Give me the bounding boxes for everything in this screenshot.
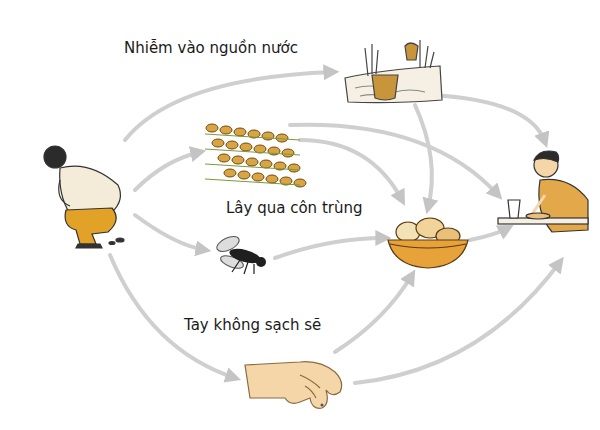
eating-person <box>508 200 520 218</box>
transmission-arrow <box>110 72 560 383</box>
crop-plant <box>240 143 252 151</box>
crop-plant <box>218 154 230 162</box>
crop-plant <box>232 156 244 164</box>
dirty-hand <box>245 362 342 409</box>
squatting-person <box>76 244 102 248</box>
transmission-arrow <box>125 72 333 140</box>
eating-person <box>526 213 550 219</box>
crop-plant <box>220 126 232 134</box>
squatting-person <box>60 166 121 214</box>
fly-insect <box>256 257 266 267</box>
crop-row <box>205 134 300 140</box>
crop-plant <box>238 171 250 179</box>
squatting-person <box>44 146 124 248</box>
transmission-arrow <box>430 95 545 142</box>
transmission-arrow <box>135 215 205 250</box>
crop-plant <box>246 158 258 166</box>
food-bowl <box>388 240 468 268</box>
transmission-arrow <box>290 125 498 195</box>
crop-plant <box>252 173 264 181</box>
dirty-hand <box>300 375 320 398</box>
crop-plant <box>260 160 272 168</box>
transmission-arrow <box>415 105 432 208</box>
dirty-hand <box>245 362 342 409</box>
crop-plant <box>288 164 300 172</box>
crop-row <box>205 164 300 170</box>
crop-plant <box>224 169 236 177</box>
crop-plant <box>206 124 218 132</box>
crop-plant <box>276 134 288 142</box>
squatting-person <box>116 238 124 242</box>
transmission-arrow <box>470 228 508 240</box>
eating-person <box>498 151 588 232</box>
squatting-person <box>44 146 66 168</box>
water-source <box>365 40 434 76</box>
transmission-arrow <box>335 275 412 352</box>
eating-person <box>534 151 559 162</box>
route-label: Lây qua côn trùng <box>222 198 366 218</box>
transmission-arrow <box>355 262 560 383</box>
crop-plant <box>212 139 224 147</box>
crop-plant <box>294 179 306 187</box>
water-source <box>405 43 418 60</box>
route-label: Tay không sạch sẽ <box>180 315 325 335</box>
fly-insect <box>215 233 266 274</box>
fly-insect <box>232 260 254 274</box>
route-label: Nhiễm vào nguồn nước <box>120 38 302 58</box>
food-bowl <box>390 244 466 248</box>
water-source <box>345 40 442 103</box>
water-source <box>372 75 398 100</box>
water-source <box>345 66 442 103</box>
transmission-arrow <box>275 238 385 258</box>
food-bowl <box>388 218 468 268</box>
squatting-person <box>65 208 116 244</box>
crop-row <box>205 179 300 185</box>
crop-field <box>205 124 306 187</box>
transmission-arrow <box>135 152 200 190</box>
crop-plant <box>234 128 246 136</box>
dirty-hand <box>321 404 324 407</box>
crop-plant <box>282 149 294 157</box>
transmission-arrow <box>300 140 402 200</box>
crop-row <box>205 149 300 155</box>
squatting-person <box>109 242 115 245</box>
crop-plant <box>262 132 274 140</box>
crop-plant <box>226 141 238 149</box>
crop-plant <box>266 175 278 183</box>
squatting-person <box>59 180 70 206</box>
